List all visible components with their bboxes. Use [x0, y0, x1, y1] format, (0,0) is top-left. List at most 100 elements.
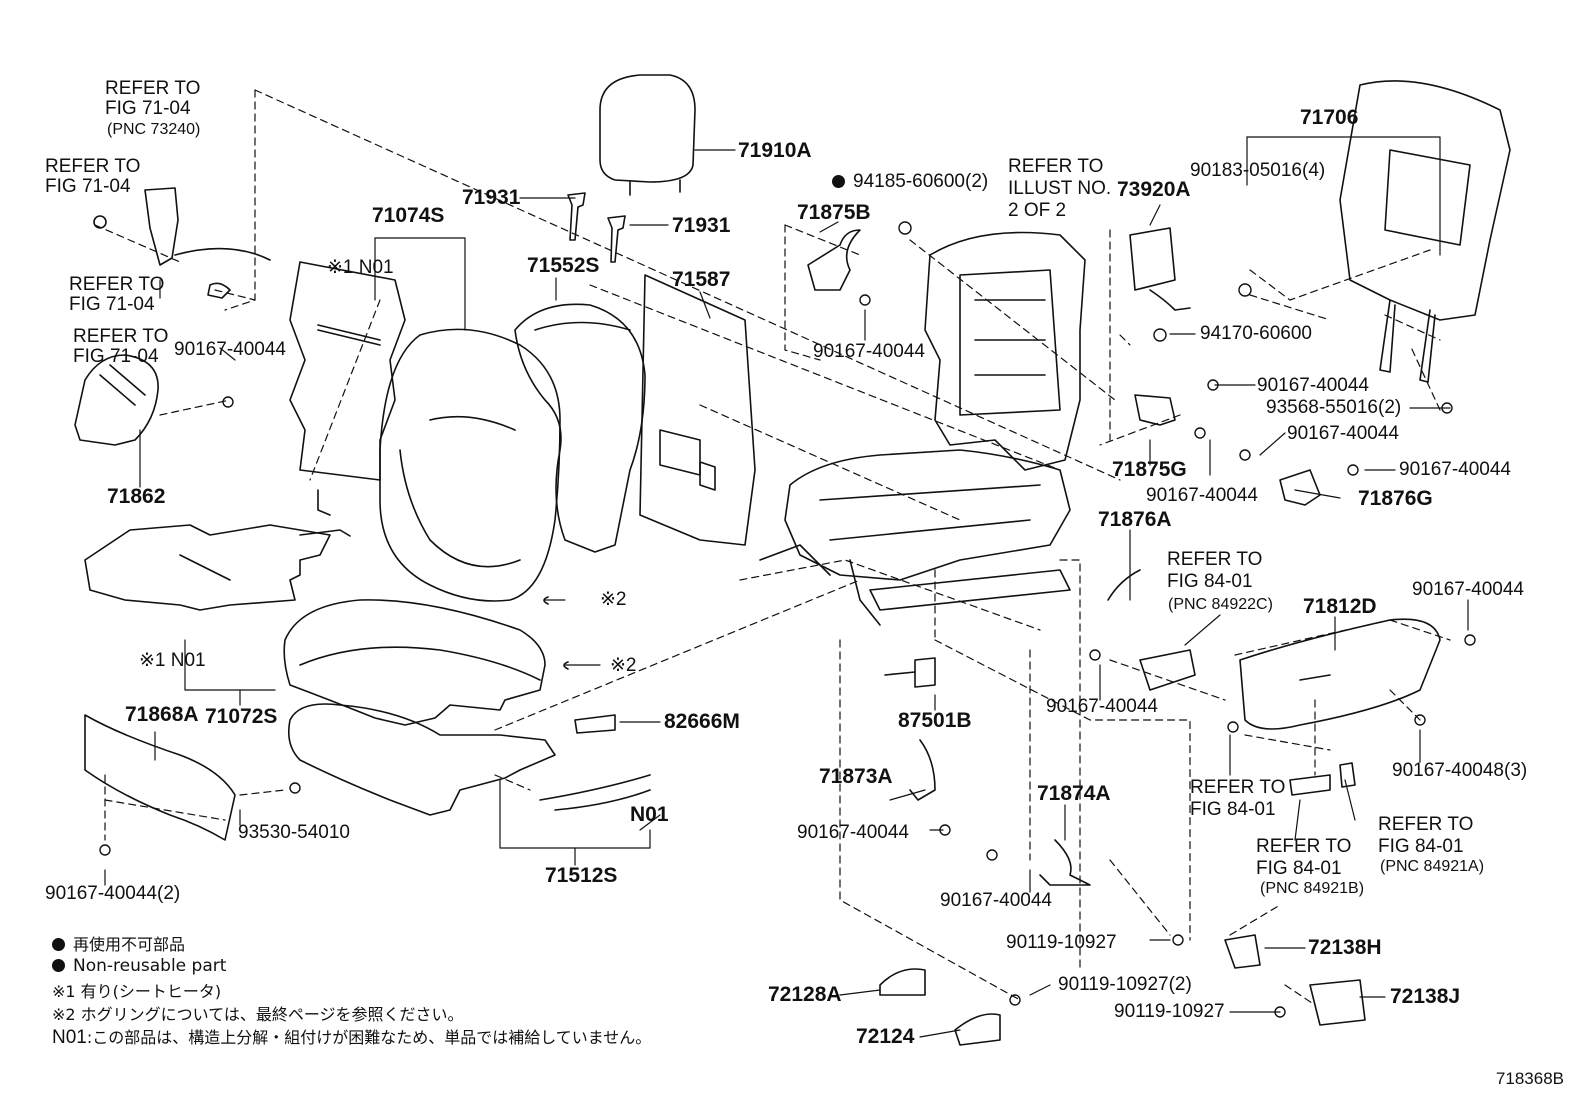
label-n01-bottom: N01 [630, 803, 669, 826]
non-reusable-dot-icon [52, 959, 65, 972]
label-90167-40044-r3: 90167-40044 [1399, 459, 1511, 480]
label-73920a: 73920A [1117, 178, 1191, 201]
label-90167-40044-mid: 90167-40044 [1046, 696, 1158, 717]
side-shield [1239, 618, 1441, 730]
airbag-module [1129, 227, 1176, 291]
label-hog-ring-a: ※2 [600, 589, 627, 610]
label-hog-ring-b: ※2 [610, 655, 637, 676]
label-pnc-84921b: (PNC 84921B) [1260, 880, 1365, 897]
label-71876g: 71876G [1358, 487, 1433, 510]
knob-a [1289, 774, 1331, 796]
back-panel [1339, 80, 1511, 321]
label-refer-illust: REFER TO ILLUST NO. 2 OF 2 [1008, 156, 1112, 221]
legend-note-2: ※2 ホグリングについては、最終ページを参照ください。 [52, 1005, 464, 1024]
back-cover [379, 328, 561, 602]
side-cover [74, 354, 159, 446]
figure-id: 718368B [1495, 1069, 1564, 1088]
label-refer-fig-84-01-d: REFER TO FIG 84-01 [1256, 836, 1352, 879]
label-90119-10927-a: 90119-10927 [1006, 932, 1117, 953]
front-trim [84, 714, 236, 841]
label-72128a: 72128A [768, 983, 842, 1006]
seat-cover [283, 599, 546, 726]
label-72138h: 72138H [1308, 936, 1382, 959]
label-90167-40044-r4: 90167-40044 [1146, 485, 1258, 506]
label-71587: 71587 [672, 268, 731, 291]
sensor [914, 657, 936, 688]
label-71552s: 71552S [527, 254, 600, 277]
hog-ring-b [563, 661, 569, 670]
hinge-cover-inner [807, 229, 861, 291]
label-refer-fig-84-01-b: REFER TO FIG 84-01 [1190, 777, 1286, 820]
label-refer-fig-71-04-b: REFER TO FIG 71-04 [45, 156, 141, 197]
label-71875g: 71875G [1112, 458, 1187, 481]
bracket-71876g [1279, 469, 1321, 506]
seat-pad [287, 703, 556, 816]
label-refer-fig-71-04-a: REFER TO FIG 71-04 [105, 78, 201, 119]
label-71910a: 71910A [738, 139, 812, 162]
label-90167-40044-r5: 90167-40044 [1412, 579, 1524, 600]
label-71873a: 71873A [819, 765, 893, 788]
label-90119-10927-c: 90119-10927 [1114, 1001, 1225, 1022]
cover-72138h [1224, 934, 1261, 969]
label-90183-05016: 90183-05016(4) [1190, 160, 1326, 181]
label-90167-40048: 90167-40048(3) [1392, 760, 1528, 781]
bracket-71874a [1039, 839, 1091, 886]
back-board [639, 274, 756, 546]
label-90167-40044-r1: 90167-40044 [1257, 375, 1369, 396]
label-90167-40044-r2: 90167-40044 [1287, 423, 1399, 444]
label-pnc-84922c: (PNC 84922C) [1168, 596, 1273, 613]
label-71074s: 71074S [372, 204, 445, 227]
label-87501b: 87501B [898, 709, 972, 732]
legend-en-nonreusable: Non-reusable part [52, 956, 226, 976]
label-72124: 72124 [856, 1025, 915, 1048]
seat-frame [759, 231, 1086, 626]
label-71931-a: 71931 [462, 186, 521, 209]
support-a [567, 192, 586, 241]
label-94170-60600: 94170-60600 [1200, 323, 1312, 344]
label-pnc-73240: (PNC 73240) [107, 121, 201, 138]
label-90167-40044-73a: 90167-40044 [797, 822, 909, 843]
cover-72128a [879, 968, 926, 996]
label-90167-40044-74a: 90167-40044 [940, 890, 1052, 911]
label-refer-fig-84-01-a: REFER TO FIG 84-01 [1167, 549, 1263, 592]
label-93530-54010: 93530-54010 [238, 822, 350, 843]
label-90119-10927-2: 90119-10927(2) [1058, 974, 1192, 995]
label-82666m: 82666M [664, 710, 740, 733]
label-refer-fig-84-01-c: REFER TO FIG 84-01 [1378, 814, 1474, 857]
label-71072s: 71072S [205, 705, 278, 728]
label-71874a: 71874A [1037, 782, 1111, 805]
label-90167-40044-2: 90167-40044(2) [45, 883, 181, 904]
solid-leaders [104, 136, 1469, 1038]
hog-ring-a [543, 596, 549, 605]
back-pad [514, 303, 646, 553]
headrest-shape [599, 74, 696, 196]
label-71875b: 71875B [797, 201, 871, 224]
legend-note-3: N01:この部品は、構造上分解・組付けが困難なため、単品では補給していません。 [52, 1027, 652, 1048]
non-reusable-dot-icon [832, 175, 845, 188]
label-90167-40044-75b: 90167-40044 [813, 341, 925, 362]
legend-note-1: ※1 有り(シートヒータ) [52, 982, 222, 1001]
hinge-cover-outer [1134, 394, 1176, 426]
label-n01-mid: ※1 N01 [139, 650, 206, 671]
non-reusable-dot-icon [52, 938, 65, 951]
knob-b [1339, 762, 1356, 788]
bracket-71873a [909, 739, 936, 801]
label-71862: 71862 [107, 485, 166, 508]
label-n01-top: ※1 N01 [327, 257, 394, 278]
label-pnc-84921a: (PNC 84921A) [1380, 858, 1485, 875]
bolts [99, 221, 1476, 1018]
support-b [607, 215, 626, 263]
label-94185-60600: 94185-60600(2) [832, 172, 988, 192]
cover-72138j [1309, 979, 1366, 1026]
dashed-leaders [94, 89, 1451, 1006]
label-71931-b: 71931 [672, 214, 731, 237]
label-90167-40044-left: 90167-40044 [174, 339, 286, 360]
label-71876a: 71876A [1098, 508, 1172, 531]
switch-bracket [1139, 649, 1196, 691]
heater-seat [84, 524, 331, 611]
label-72138j: 72138J [1390, 985, 1461, 1008]
legend-jp-nonreusable: 再使用不可部品 [52, 931, 185, 955]
label-71812d: 71812D [1303, 595, 1377, 618]
label-71512s: 71512S [545, 864, 618, 887]
